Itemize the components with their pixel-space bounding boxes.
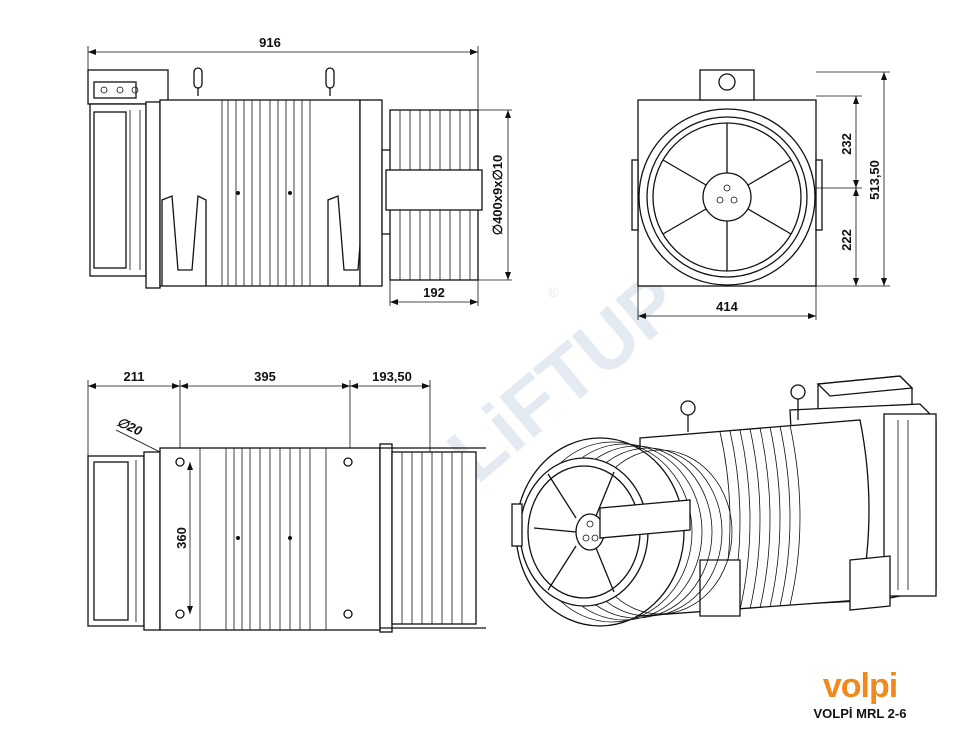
- dim-height-total: 513,50: [867, 160, 882, 200]
- dim-height-upper: 232: [839, 133, 854, 155]
- model-label: VOLPİ MRL 2-6: [813, 706, 907, 721]
- brand-block: volpi VOLPİ MRL 2-6: [800, 668, 920, 721]
- brand-logo: volpi: [822, 667, 898, 705]
- top-drum-grooves: [401, 452, 463, 624]
- dim-hole-diameter: ∅20: [115, 414, 145, 439]
- front-spokes: [662, 123, 792, 271]
- dim-hole-offset: 211: [124, 369, 145, 384]
- front-view: 232 222 513,50 414: [631, 69, 890, 320]
- dim-drum-spec: ∅400x9x∅10: [490, 155, 505, 236]
- dim-total-length: 916: [259, 35, 281, 50]
- iso-spokes: [533, 471, 615, 593]
- side-view: 916: [87, 35, 512, 306]
- dim-shaft-extension: 193,50: [372, 369, 412, 384]
- top-fins: [225, 448, 311, 630]
- top-view: 211 395 193,50 ∅20: [87, 369, 486, 633]
- dim-hole-span: 360: [174, 527, 189, 549]
- watermark-registered: ®: [548, 284, 559, 300]
- isometric-view: [511, 375, 937, 627]
- dim-width-front: 414: [716, 299, 738, 314]
- dim-drum-width: 192: [423, 285, 445, 300]
- dim-hole-spacing: 395: [254, 369, 276, 384]
- dim-height-lower: 222: [839, 229, 854, 251]
